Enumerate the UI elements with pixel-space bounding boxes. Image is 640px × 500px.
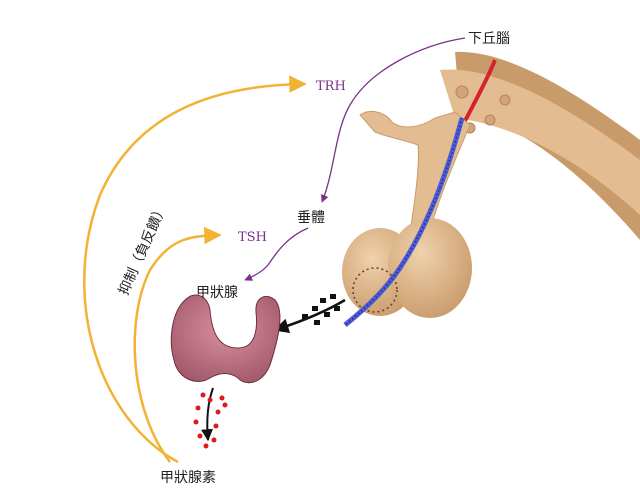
feedback-arrow-to-pituitary xyxy=(133,226,222,463)
label-tsh: TSH xyxy=(238,230,267,245)
feedback-arrow-to-hypothalamus xyxy=(83,75,307,464)
pituitary-gland xyxy=(342,111,472,327)
tsh-release-arrow xyxy=(273,294,346,334)
trh-signal-arrow xyxy=(321,37,466,203)
label-feedback: 抑制（負反饋） xyxy=(115,201,170,297)
label-pituitary: 垂體 xyxy=(297,210,325,226)
label-thyroid: 甲狀腺 xyxy=(196,285,238,301)
portal-vessel xyxy=(343,117,465,327)
hormone-cluster xyxy=(352,267,398,313)
tsh-signal-arrow xyxy=(244,227,309,281)
label-hypothalamus: 下丘腦 xyxy=(468,31,510,47)
label-thyroid-hormone: 甲狀腺素 xyxy=(160,470,216,486)
label-trh: TRH xyxy=(316,79,346,94)
hypothalamus-tissue xyxy=(440,51,640,240)
thyroid-hormone-release xyxy=(193,387,228,449)
thyroid-gland xyxy=(170,294,281,384)
